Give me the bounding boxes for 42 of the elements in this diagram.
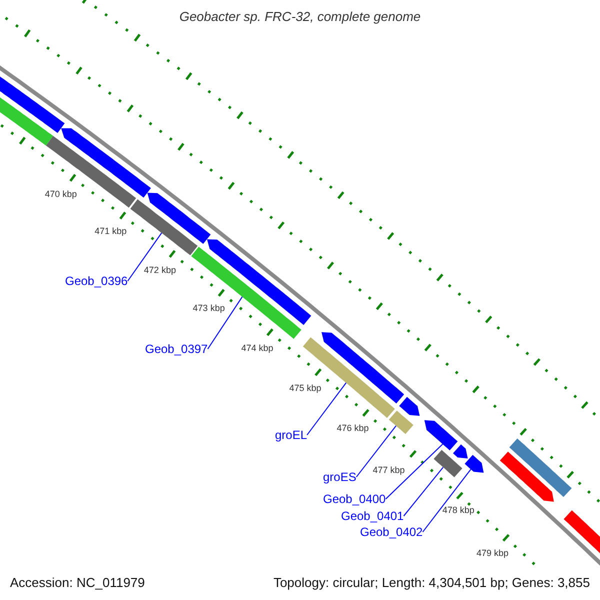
gene-feature	[302, 337, 395, 418]
gene-feature	[191, 246, 302, 339]
leader-line	[306, 382, 347, 436]
gene-label: groES	[323, 470, 356, 484]
gene-feature	[207, 239, 312, 325]
leader-line	[385, 444, 444, 500]
gene-label: Geob_0401	[341, 509, 404, 523]
scale-label: 472 kbp	[144, 264, 176, 275]
chart-title: Geobacter sp. FRC-32, complete genome	[178, 9, 422, 24]
gene-feature	[399, 396, 420, 416]
scale-label: 473 kbp	[192, 303, 225, 314]
leader-line	[127, 232, 162, 282]
scale-label: 474 kbp	[241, 342, 274, 353]
gene-label: Geob_0402	[360, 525, 423, 539]
gene-feature	[130, 199, 198, 256]
gene-feature	[388, 410, 414, 434]
scale-label: 477 kbp	[372, 464, 405, 475]
gene-feature	[46, 136, 136, 208]
gene-label: Geob_0400	[323, 492, 386, 506]
leader-line	[207, 296, 243, 350]
gene-label: Geob_0396	[65, 274, 128, 288]
footer-text: Accession: NC_011979	[10, 575, 145, 590]
leader-line	[403, 466, 444, 516]
gene-label: Geob_0397	[145, 342, 208, 356]
gene-feature	[464, 454, 484, 473]
gene-feature	[500, 452, 554, 502]
footer-text: Topology: circular; Length: 4,304,501 bp; Genes: 3,855	[273, 575, 590, 590]
scale-label: 475 kbp	[289, 382, 322, 393]
leader-line	[422, 468, 472, 532]
scale-label: 476 kbp	[336, 423, 369, 433]
scale-label: 470 kbp	[44, 188, 77, 199]
gene-feature	[424, 420, 458, 450]
gene-feature	[453, 444, 468, 458]
gene-feature	[434, 450, 462, 478]
scale-label: 479 kbp	[476, 548, 508, 558]
scale-label: 471 kbp	[94, 226, 127, 236]
gene-label: groEL	[275, 428, 308, 442]
gene-feature	[61, 128, 151, 198]
gene-feature	[509, 438, 572, 497]
scale-label: 478 kbp	[442, 505, 474, 516]
gene-feature	[147, 192, 211, 244]
gene-feature	[322, 332, 404, 404]
